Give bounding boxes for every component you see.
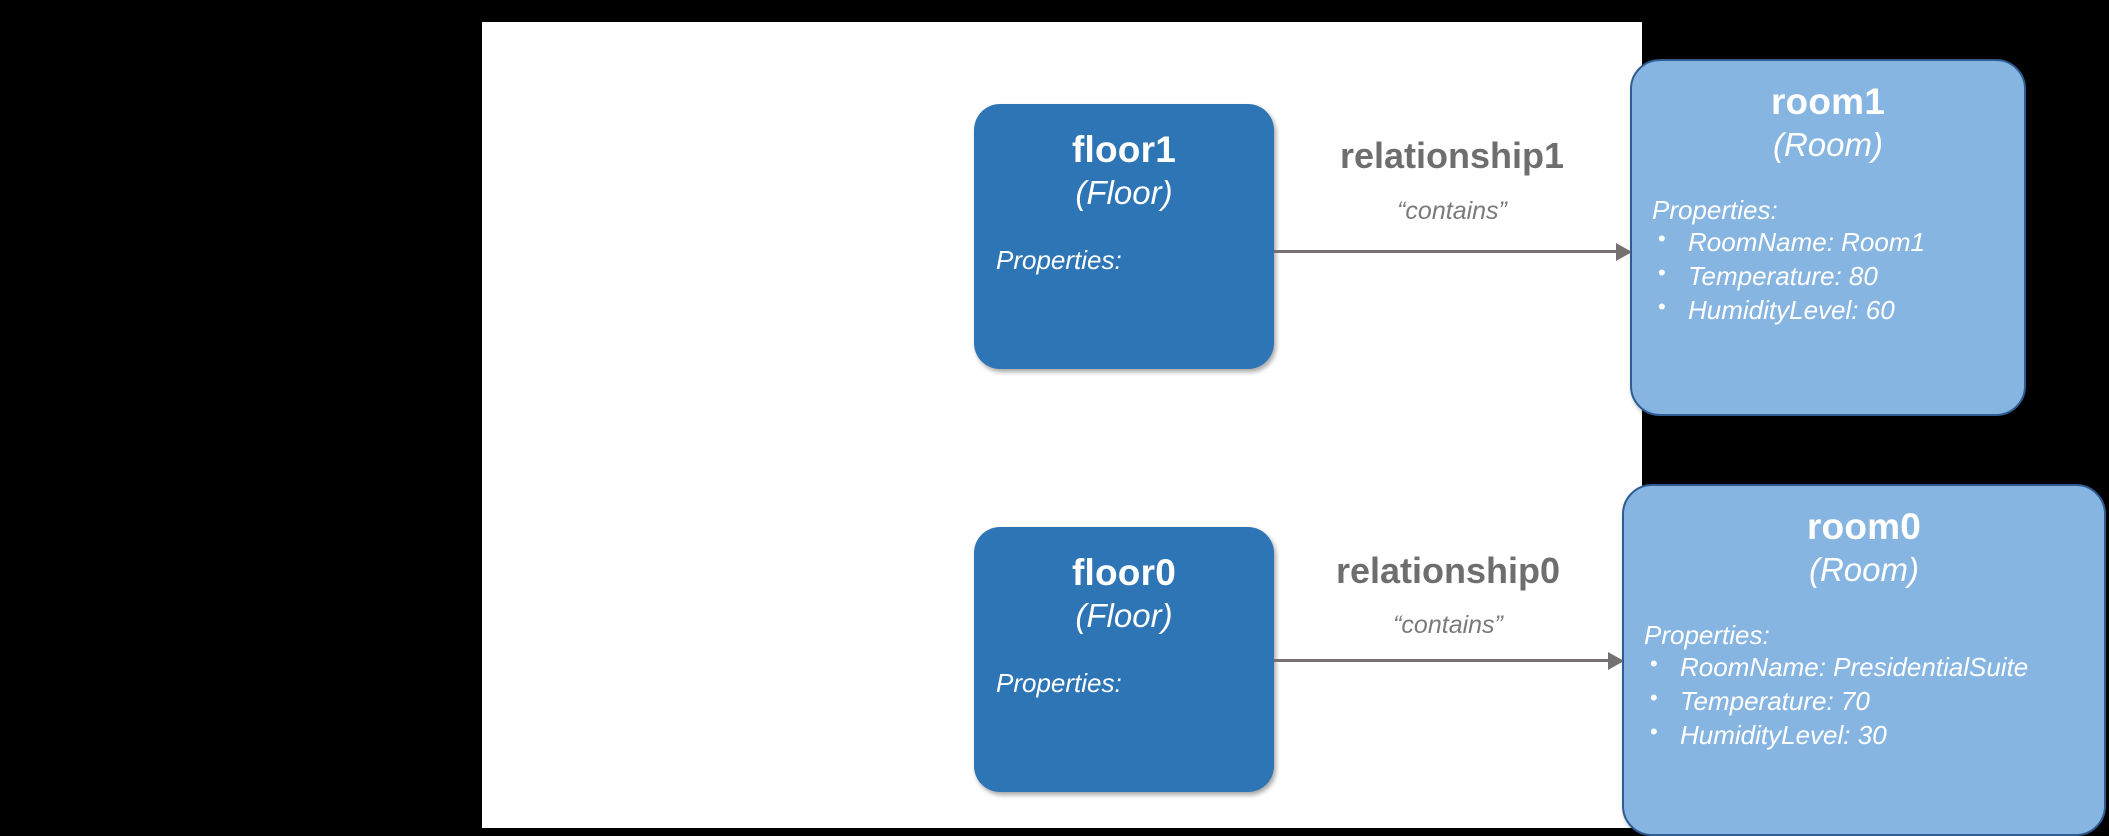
room1-type: (Room) xyxy=(1772,126,1883,163)
floor0-properties-label: Properties: xyxy=(996,668,1122,698)
room0-properties-label: Properties: xyxy=(1644,620,1770,650)
floor0-properties: Properties: xyxy=(974,632,1274,697)
floor1-title: floor1 xyxy=(1072,129,1176,170)
relationship1-name: relationship1 xyxy=(1339,135,1565,176)
property-item: HumidityLevel: 30 xyxy=(1644,718,2104,753)
connector-floor0-to-room0 xyxy=(1274,659,1616,662)
room1-title: room1 xyxy=(1770,81,1886,122)
room0-properties-list: RoomName: PresidentialSuiteTemperature: … xyxy=(1644,650,2104,753)
property-item: RoomName: PresidentialSuite xyxy=(1644,650,2104,685)
relationship0-name: relationship0 xyxy=(1335,550,1561,591)
property-item: Temperature: 70 xyxy=(1644,684,2104,719)
node-room1[interactable]: room1 (Room) Properties: RoomName: Room1… xyxy=(1630,59,2026,416)
node-room0[interactable]: room0 (Room) Properties: RoomName: Presi… xyxy=(1622,484,2106,836)
slide-canvas: floor1 (Floor) Properties: relationship1… xyxy=(482,22,2106,836)
room0-title: room0 xyxy=(1806,506,1922,547)
room1-header: room1 (Room) xyxy=(1632,61,2024,161)
connector-floor1-to-room1 xyxy=(1274,250,1624,253)
floor0-type: (Floor) xyxy=(1075,597,1173,634)
floor1-properties: Properties: xyxy=(974,209,1274,274)
arrow-head-icon-relationship1 xyxy=(1616,243,1632,261)
room1-properties: Properties: RoomName: Room1Temperature: … xyxy=(1632,161,2024,328)
room0-header: room0 (Room) xyxy=(1624,486,2104,586)
room1-properties-label: Properties: xyxy=(1652,195,1778,225)
property-item: HumidityLevel: 60 xyxy=(1652,293,2024,328)
floor1-header: floor1 (Floor) xyxy=(974,104,1274,209)
room1-properties-list: RoomName: Room1Temperature: 80HumidityLe… xyxy=(1652,225,2024,328)
arrow-head-icon-relationship0 xyxy=(1608,652,1624,670)
floor1-type: (Floor) xyxy=(1075,174,1173,211)
node-floor1[interactable]: floor1 (Floor) Properties: xyxy=(974,104,1274,369)
floor0-title: floor0 xyxy=(1072,552,1176,593)
node-floor0[interactable]: floor0 (Floor) Properties: xyxy=(974,527,1274,792)
floor1-properties-label: Properties: xyxy=(996,245,1122,275)
relationship1-kind: “contains” xyxy=(1397,197,1507,225)
floor0-header: floor0 (Floor) xyxy=(974,527,1274,632)
relationship0-kind: “contains” xyxy=(1393,611,1503,639)
room0-properties: Properties: RoomName: PresidentialSuiteT… xyxy=(1624,586,2104,753)
property-item: Temperature: 80 xyxy=(1652,259,2024,294)
room0-type: (Room) xyxy=(1808,551,1919,588)
property-item: RoomName: Room1 xyxy=(1652,225,2024,260)
